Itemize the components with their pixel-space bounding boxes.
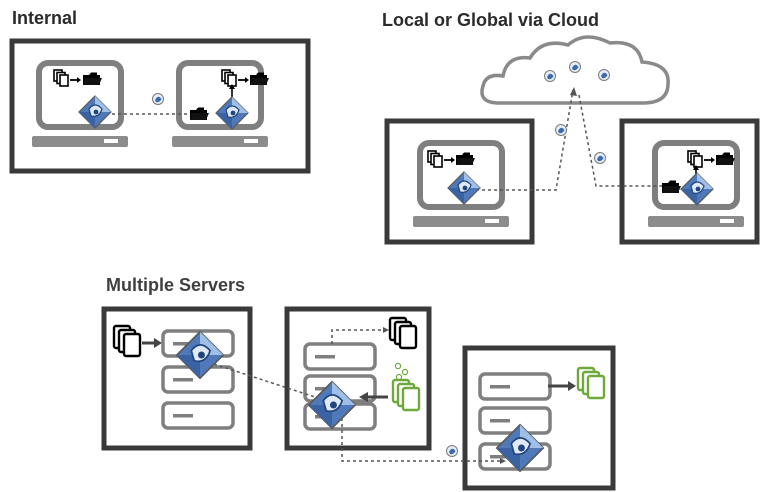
packet-icon [446, 445, 458, 457]
document-stack-icon [53, 69, 69, 87]
server-icon [161, 401, 235, 430]
upload-dashed-line [470, 89, 574, 191]
server-panel-1 [101, 306, 253, 451]
packet-icon [569, 61, 581, 73]
arrow-head [359, 392, 368, 402]
arrow-icon [703, 156, 716, 164]
document-stack-icon [687, 150, 703, 168]
copy-dashed-line [331, 329, 386, 344]
internal-label: Internal [12, 8, 78, 28]
multiple-servers-label: Multiple Servers [106, 275, 246, 295]
servers-section [101, 306, 616, 491]
packet-icon [152, 93, 164, 105]
green-document-stack-icon [576, 366, 606, 400]
arrow-icon [443, 156, 456, 164]
cloud-section [384, 35, 760, 245]
server-icon [478, 372, 552, 401]
copy-arrow-head [383, 327, 389, 333]
packet-icon [598, 69, 610, 81]
arrow-head [154, 338, 162, 348]
internal-panel [9, 38, 311, 174]
green-document-stack-icon [391, 378, 421, 412]
sync-logo-icon [680, 172, 714, 206]
monitor-icon [32, 63, 128, 147]
server-icon [303, 342, 377, 371]
cloud-left-panel [384, 118, 535, 245]
document-stack-icon [427, 150, 443, 168]
sync-logo-icon [78, 95, 112, 129]
server-panel-2 [284, 306, 432, 451]
link-arrow-head [500, 458, 506, 464]
folder-icon [716, 152, 735, 165]
folder-icon [190, 107, 209, 120]
packet-icon [544, 70, 556, 82]
folder-icon [250, 72, 269, 85]
arrow-head [568, 381, 576, 391]
server-link-dashed-line [341, 418, 503, 462]
document-stack-icon [388, 316, 418, 350]
green-dot-icon [401, 368, 409, 376]
server-panel-3 [462, 345, 616, 491]
packet-icon [594, 152, 606, 164]
download-dashed-line [578, 94, 662, 187]
green-dot-icon [394, 362, 402, 370]
arrow-icon [69, 76, 82, 84]
document-stack-icon [112, 324, 142, 358]
folder-icon [662, 180, 681, 193]
cloud-right-panel [619, 118, 760, 245]
arrow-up-head [229, 84, 235, 89]
sync-logo-icon [447, 171, 481, 205]
upload-arrow-head [570, 87, 577, 96]
arrow-up-head [693, 165, 699, 170]
folder-icon [456, 152, 475, 165]
document-stack-icon [221, 69, 237, 87]
cloud-label: Local or Global via Cloud [382, 10, 600, 30]
green-dot-icon [395, 373, 403, 381]
arrow-icon [237, 76, 250, 84]
server-link-dashed-line [213, 363, 319, 399]
packet-icon [555, 124, 567, 136]
folder-icon [83, 72, 102, 85]
